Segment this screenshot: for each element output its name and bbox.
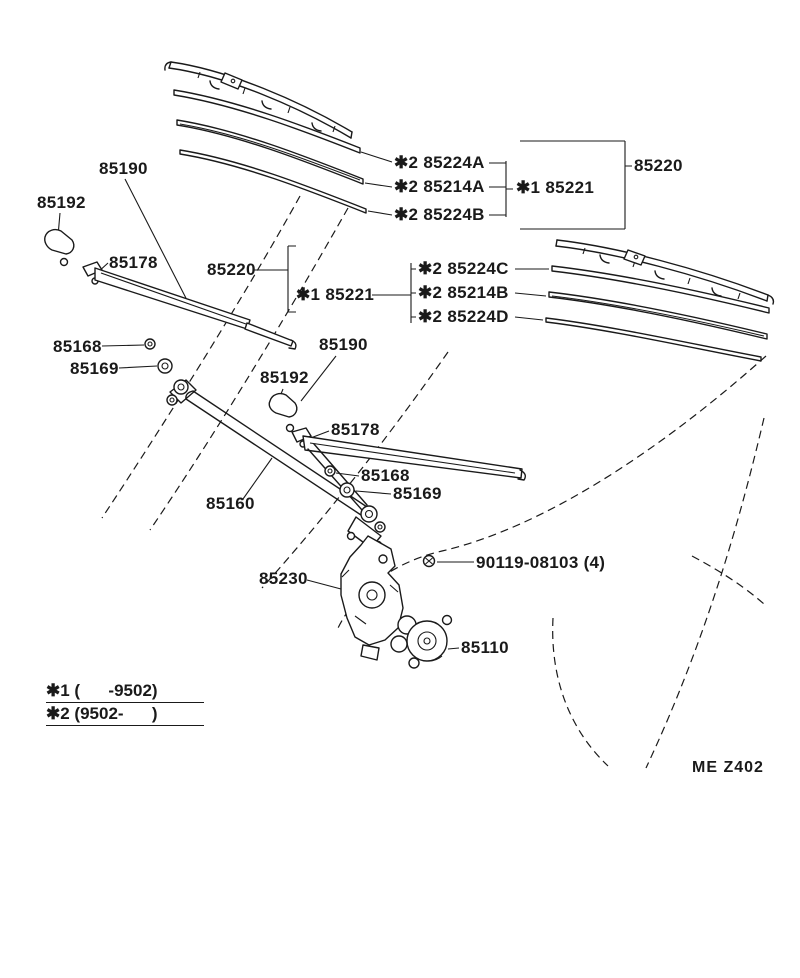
part-label-85192-right: 85192 (260, 368, 309, 387)
blade-claw (209, 80, 322, 132)
part-label-85190-right: 85190 (319, 335, 368, 354)
part-label-85110: 85110 (461, 638, 509, 657)
arm-hook (517, 469, 527, 481)
cap-nut (285, 423, 295, 433)
part-label-85169-left: 85169 (70, 359, 119, 378)
screw-90119 (422, 554, 436, 568)
wiper-blade-assembly-top (164, 61, 367, 214)
part-label-85224a: ✱2 85224A (394, 153, 485, 172)
arm-link (244, 322, 294, 347)
wiper-arm-right (268, 392, 527, 481)
footnote-production-after: ✱2 (9502- ) (46, 704, 204, 726)
nut-85168-left (144, 338, 156, 350)
figure-code: ME Z402 (692, 759, 764, 776)
short-link (307, 443, 368, 511)
part-label-85224d: ✱2 85224D (418, 307, 509, 326)
long-link (185, 390, 371, 518)
nut-85169-left (157, 358, 173, 374)
blade-strip-85224d (545, 317, 762, 362)
wiper-arm-left (44, 228, 297, 350)
part-label-85214b: ✱2 85214B (418, 283, 509, 302)
arm-hook (288, 339, 297, 350)
nut-85169-right (339, 482, 355, 498)
footnote-production-before: ✱1 ( -9502) (46, 681, 204, 703)
pivot-cap-85192 (44, 228, 75, 255)
wiper-motor-85110 (390, 614, 453, 669)
pivot-85178 (291, 427, 312, 443)
part-label-85192-left: 85192 (37, 193, 86, 212)
part-label-85221-mid: ✱1 85221 (296, 285, 375, 304)
part-label-85230: 85230 (259, 569, 308, 588)
part-label-85221-top: ✱1 85221 (516, 178, 595, 197)
cap-nut (59, 257, 69, 267)
part-label-85178-right: 85178 (331, 420, 380, 439)
part-label-90119: 90119-08103 (4) (476, 553, 606, 572)
part-label-85224c: ✱2 85224C (418, 259, 509, 278)
part-label-85160: 85160 (206, 494, 255, 513)
part-label-85220-left: 85220 (207, 260, 256, 279)
blade-strip-85224a (173, 89, 361, 154)
nut-85168-right (324, 465, 336, 477)
part-label-85178-left: 85178 (109, 253, 158, 272)
part-label-85214a: ✱2 85214A (394, 177, 485, 196)
wiper-blade-assembly-right (545, 239, 775, 362)
pivot-cap-85192 (268, 392, 298, 418)
blade-strip-85224b (179, 149, 367, 214)
part-label-85168-left: 85168 (53, 337, 102, 356)
mounting-bracket-85230 (340, 535, 404, 661)
arm-body (302, 435, 523, 479)
leader-lines (57, 140, 632, 650)
part-label-85168-right: 85168 (361, 466, 410, 485)
part-label-85220-right: 85220 (634, 156, 683, 175)
blade-strip-85224c (551, 265, 770, 314)
part-label-85169-right: 85169 (393, 484, 442, 503)
part-label-85190-left: 85190 (99, 159, 148, 178)
part-label-85224b: ✱2 85224B (394, 205, 485, 224)
